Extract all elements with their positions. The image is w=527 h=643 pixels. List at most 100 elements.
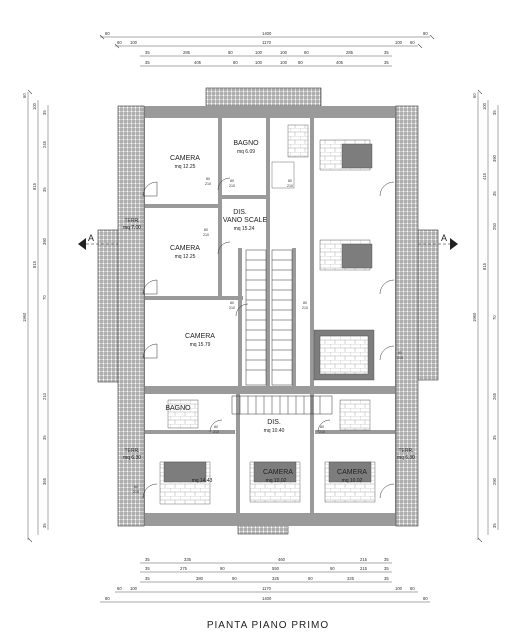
dim-left: 100 bbox=[32, 102, 37, 110]
dim-left: 210 bbox=[42, 392, 47, 400]
dim-top: 100 bbox=[280, 60, 288, 65]
terrace-label: TERR. bbox=[125, 448, 140, 454]
terrace-right bbox=[417, 229, 439, 381]
room-area: mq 15.79 bbox=[190, 342, 211, 348]
dim-top: 35 bbox=[145, 60, 150, 65]
dim-top: 35 bbox=[145, 50, 150, 55]
door-tag: 80 bbox=[214, 425, 218, 429]
door-tag: 210 bbox=[229, 306, 235, 310]
door-tags: 80 210 80 210 80 210 80 210 80 210 80 21… bbox=[133, 177, 403, 494]
dim-top: 80 bbox=[233, 60, 238, 65]
room-label: CAMERA bbox=[337, 469, 367, 476]
room-label: CAMERA bbox=[170, 155, 200, 162]
section-markers: A A bbox=[78, 233, 458, 250]
dim-left: 365 bbox=[42, 477, 47, 485]
door-tag: 80 bbox=[206, 177, 210, 181]
door-tag: 80 bbox=[230, 301, 234, 305]
dim-top: 285 bbox=[183, 50, 191, 55]
room-area: mq 10.02 bbox=[342, 478, 363, 484]
dim-bottom: 80 bbox=[423, 596, 428, 601]
dim-left: 815 bbox=[32, 182, 37, 190]
door-tag: 210 bbox=[229, 184, 235, 188]
top-dimensions: 80 1400 80 60 100 1170 100 60 35 285 80 … bbox=[105, 31, 428, 65]
dim-top: 80 bbox=[228, 50, 233, 55]
dim-top: 80 bbox=[304, 50, 309, 55]
door-tag: 80 bbox=[398, 351, 402, 355]
dim-bottom: 325 bbox=[272, 576, 280, 581]
dim-left: 245 bbox=[42, 140, 47, 148]
dim-top: 100 bbox=[130, 40, 138, 45]
dim-right: 35 bbox=[492, 523, 497, 528]
terrace-left bbox=[97, 229, 119, 383]
dim-top: 100 bbox=[255, 60, 263, 65]
room-label: DIS. bbox=[267, 419, 281, 426]
terrace-area: mq 6.30 bbox=[397, 455, 415, 461]
dim-left: 35 bbox=[42, 435, 47, 440]
dimension-lines bbox=[27, 34, 499, 603]
dim-top: 80 bbox=[298, 60, 303, 65]
dim-left: 35 bbox=[42, 110, 47, 115]
bottom-dimensions: 35 335 460 215 35 35 275 90 550 90 215 3… bbox=[105, 557, 428, 601]
dim-right: 60 bbox=[472, 93, 477, 98]
plan-title: PIANTA PIANO PRIMO bbox=[207, 620, 329, 631]
section-label-right: A bbox=[441, 233, 447, 243]
section-label-left: A bbox=[88, 233, 94, 243]
dim-bottom: 60 bbox=[410, 586, 415, 591]
dim-right: 35 bbox=[492, 110, 497, 115]
dim-bottom: 60 bbox=[117, 586, 122, 591]
door-tag: 80 bbox=[320, 425, 324, 429]
dim-bottom: 35 bbox=[145, 557, 150, 562]
room-area: mq 10.40 bbox=[264, 428, 285, 434]
dim-bottom: 325 bbox=[347, 576, 355, 581]
room-area: mq 15.24 bbox=[234, 226, 255, 232]
dim-left: 70 bbox=[42, 295, 47, 300]
dim-bottom: 35 bbox=[145, 576, 150, 581]
room-label: CAMERA bbox=[263, 469, 293, 476]
room-area: mq 12.25 bbox=[175, 254, 196, 260]
door-tag: 210 bbox=[397, 356, 403, 360]
right-dimensions: 60 100 35 390 35 250 70 265 35 290 35 19… bbox=[472, 93, 497, 528]
interior-walls bbox=[145, 118, 395, 514]
dim-bottom: 460 bbox=[278, 557, 286, 562]
door-tag: 210 bbox=[213, 430, 219, 434]
dim-top: 285 bbox=[346, 50, 354, 55]
door-tag: 80 bbox=[134, 485, 138, 489]
dim-right: 265 bbox=[492, 392, 497, 400]
terrace-area: mq 6.30 bbox=[123, 455, 141, 461]
dim-right: 390 bbox=[492, 154, 497, 162]
section-arrow-left bbox=[78, 238, 86, 250]
terrace-label: TERR. bbox=[125, 218, 140, 224]
dim-bottom: 90 bbox=[330, 566, 335, 571]
dim-left: 390 bbox=[42, 237, 47, 245]
room-label: VANO SCALE bbox=[223, 217, 268, 224]
dim-bottom: 80 bbox=[308, 576, 313, 581]
door-tag: 80 bbox=[204, 228, 208, 232]
dim-top: 100 bbox=[395, 40, 403, 45]
dim-left: 35 bbox=[42, 523, 47, 528]
room-label: DIS. bbox=[233, 209, 247, 216]
door-tag: 80 bbox=[288, 179, 292, 183]
door-tag: 210 bbox=[205, 182, 211, 186]
dim-bottom: 1170 bbox=[262, 586, 272, 591]
dim-right: 70 bbox=[492, 315, 497, 320]
door-tag: 80 bbox=[303, 301, 307, 305]
dim-left: 60 bbox=[22, 93, 27, 98]
dim-bottom: 80 bbox=[105, 596, 110, 601]
room-label: BAGNO bbox=[233, 140, 259, 147]
dim-left: 815 bbox=[32, 260, 37, 268]
staircase bbox=[231, 249, 333, 415]
terrace-label: TERR. bbox=[399, 448, 414, 454]
terrace-top bbox=[205, 87, 322, 107]
room-labels: CAMERA mq 12.25 BAGNO mq 6.09 DIS. VANO … bbox=[123, 140, 415, 484]
room-area: mq 10.02 bbox=[266, 478, 287, 484]
dim-bottom: 90 bbox=[220, 566, 225, 571]
door-swings bbox=[142, 177, 395, 499]
dim-bottom: 100 bbox=[395, 586, 403, 591]
dim-top: 1170 bbox=[262, 40, 272, 45]
dim-top: 35 bbox=[384, 50, 389, 55]
dim-bottom: 215 bbox=[360, 557, 368, 562]
dim-bottom: 35 bbox=[384, 576, 389, 581]
room-label: CAMERA bbox=[170, 245, 200, 252]
door-tag: 80 bbox=[230, 179, 234, 183]
dim-right: 100 bbox=[482, 102, 487, 110]
